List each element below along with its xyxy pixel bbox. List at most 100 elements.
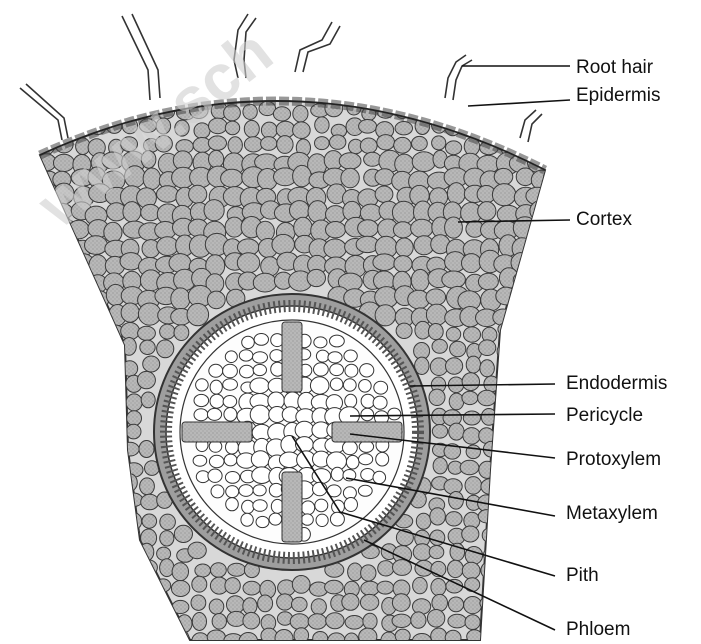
cortex-cell — [57, 68, 71, 85]
stele-cell — [361, 408, 374, 420]
cortex-cell — [492, 184, 515, 206]
stele-cell — [242, 336, 255, 348]
cortex-cell — [71, 395, 88, 410]
cortex-cell — [447, 183, 465, 205]
cortex-cell — [533, 135, 548, 152]
cortex-cell — [141, 494, 159, 510]
stele-cell — [330, 512, 344, 526]
cortex-cell — [89, 445, 106, 459]
cortex-cell — [108, 547, 127, 563]
stele-cell — [224, 454, 237, 466]
cortex-cell — [500, 458, 517, 475]
stele-cell — [196, 379, 209, 391]
label-epidermis: Epidermis — [576, 86, 660, 105]
cortex-cell — [478, 273, 498, 290]
stele-cell — [250, 405, 270, 424]
cortex-cell — [549, 529, 565, 542]
cortex-cell — [25, 477, 41, 490]
stele-cell — [226, 498, 239, 511]
cortex-cell — [57, 376, 74, 394]
cortex-cell — [462, 71, 481, 85]
stele-cell — [251, 451, 269, 468]
label-phloem: Phloem — [566, 620, 630, 639]
stele-cell — [210, 380, 222, 394]
cortex-cell — [55, 339, 74, 353]
cortex-cell — [449, 492, 464, 510]
stele-cell — [358, 485, 372, 496]
cortex-cell — [21, 408, 38, 423]
cortex-cell — [481, 561, 499, 579]
cortex-cell — [535, 101, 551, 116]
cortex-cell — [73, 610, 87, 627]
cortex-cell — [36, 564, 54, 578]
cortex-cell — [515, 139, 534, 154]
cortex-cell — [122, 525, 139, 541]
cortex-cell — [514, 323, 533, 341]
cortex-cell — [58, 479, 75, 495]
cortex-cell — [74, 425, 92, 441]
cortex-cell — [89, 255, 107, 277]
cortex-cell — [174, 325, 189, 341]
cortex-cell — [547, 510, 564, 528]
cortex-cell — [416, 513, 431, 529]
cortex-cell — [261, 122, 277, 138]
cortex-cell — [275, 630, 293, 644]
cortex-cell — [308, 614, 326, 629]
cortex-cell — [345, 616, 363, 630]
cortex-cell — [535, 458, 550, 476]
cortex-cell — [482, 613, 497, 631]
cortex-cell — [518, 408, 533, 422]
cortex-cell — [71, 461, 87, 476]
cortex-cell — [499, 579, 517, 594]
cortex-cell — [446, 141, 462, 155]
stele-cell — [226, 486, 239, 498]
cortex-cell — [51, 270, 72, 288]
cortex-cell — [549, 325, 566, 340]
cortex-cell — [58, 361, 73, 377]
cortex-cell — [243, 598, 257, 615]
cortex-cell — [105, 596, 120, 613]
cortex-cell — [426, 289, 446, 305]
cortex-cell — [37, 593, 53, 610]
cortex-cell — [39, 457, 53, 475]
stele-cell — [194, 409, 208, 421]
cortex-cell — [393, 222, 412, 238]
cortex-cell — [57, 51, 72, 68]
stele-cell — [373, 471, 386, 483]
cortex-cell — [427, 610, 444, 628]
cortex-cell — [429, 55, 446, 70]
cortex-cell — [307, 269, 325, 286]
cortex-cell — [465, 477, 482, 495]
cortex-cell — [550, 107, 568, 121]
cortex-cell — [361, 565, 376, 581]
cortex-cell — [53, 239, 75, 259]
stele-cell — [223, 379, 238, 390]
cortex-cell — [393, 86, 410, 99]
cortex-cell — [54, 446, 71, 461]
cortex-cell — [514, 427, 531, 443]
stele-cell — [253, 485, 266, 496]
stele-cell — [225, 351, 237, 363]
cortex-cell — [330, 135, 346, 149]
cortex-cell — [41, 358, 58, 371]
stele-cell — [314, 337, 327, 348]
cortex-cell — [513, 595, 529, 610]
cortex-cell — [54, 628, 71, 643]
cortex-cell — [515, 634, 531, 644]
cortex-cell — [347, 54, 365, 70]
cortex-cell — [92, 579, 108, 593]
cortex-cell — [23, 562, 39, 575]
cortex-cell — [40, 611, 58, 627]
cortex-cell — [548, 634, 563, 644]
cortex-cell — [546, 338, 562, 355]
cortex-cell — [171, 288, 190, 310]
cortex-cell — [24, 204, 42, 225]
cortex-cell — [392, 594, 410, 612]
stele-cell — [209, 364, 223, 377]
cortex-cell — [50, 256, 73, 272]
cortex-cell — [497, 120, 514, 133]
cortex-cell — [429, 546, 444, 559]
cortex-cell — [23, 343, 37, 357]
stele-cell — [270, 350, 283, 362]
cortex-cell — [172, 600, 189, 613]
